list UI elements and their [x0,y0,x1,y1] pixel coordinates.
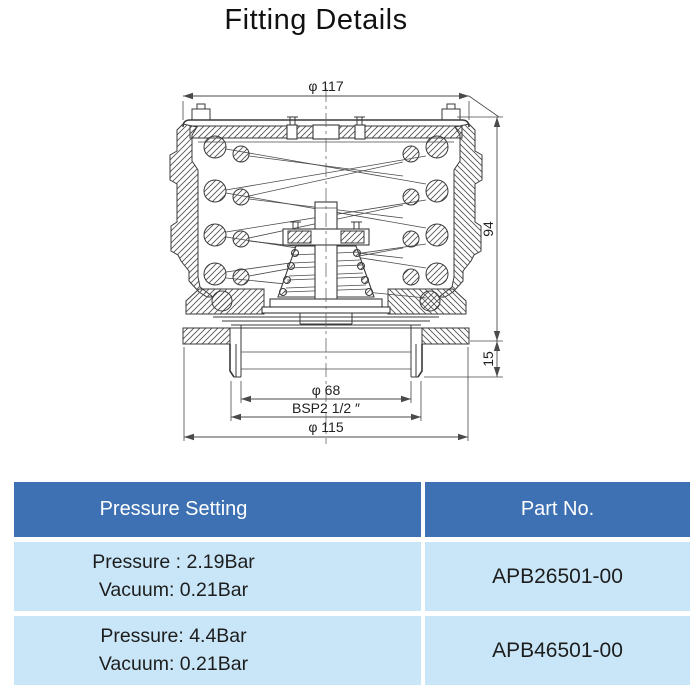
vacuum-value: Vacuum: 0.21Bar [98,652,249,675]
table-row-2-part-no: APB46501-00 [425,616,690,685]
table-row-1-part-no: APB26501-00 [425,542,690,611]
dim-inner-diameter: φ 68 [312,382,341,398]
valve-body-walls [169,123,483,298]
pressure-setting-table: Pressure Setting Part No. Pressure : 2.1… [14,482,690,685]
pressure-value: Pressure : 2.19Bar [92,550,255,573]
spring-retainer [282,221,370,246]
table-row-1-pressure-setting: Pressure : 2.19Bar Vacuum: 0.21Bar [14,542,421,611]
dimension-lines: φ 117 94 15 φ 68 BSP2 1/2 ″ φ 115 [182,78,503,441]
column-header-part-no: Part No. [425,482,690,537]
fitting-cross-section-drawing: φ 117 94 15 φ 68 BSP2 1/2 ″ φ 115 [169,78,503,444]
dim-top-diameter: φ 117 [308,78,344,94]
vacuum-value: Vacuum: 0.21Bar [98,578,249,601]
spring-wire-sections [203,135,449,312]
dim-overall-height: 94 [480,221,496,237]
column-header-pressure-setting: Pressure Setting [14,482,421,537]
dim-thread: BSP2 1/2 ″ [292,400,360,416]
table-row-2-pressure-setting: Pressure: 4.4Bar Vacuum: 0.21Bar [14,616,421,685]
dim-neck-height: 15 [480,351,496,367]
page-title: Fitting Details [224,4,408,36]
dim-flange-diameter: φ 115 [308,419,344,435]
pressure-value: Pressure: 4.4Bar [100,624,247,647]
